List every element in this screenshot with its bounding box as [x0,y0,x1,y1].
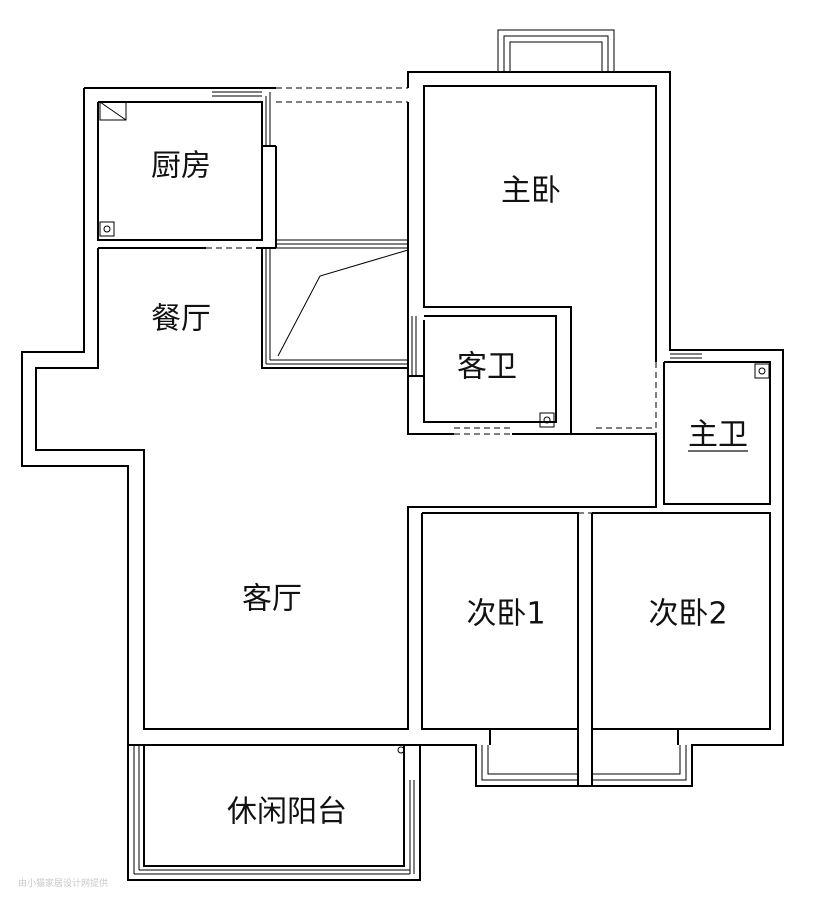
balcony-room [128,728,420,875]
watermark: 由小猫家居设计网提供 [18,877,108,889]
left-window [21,376,37,440]
second-bedrooms [421,506,771,786]
label-guest-bath: 客卫 [457,350,517,385]
master-bath-room [655,353,771,505]
room-labels: 厨房 餐厅 主卧 客卫 主卫 客厅 次卧1 次卧2 休闲阳台 [151,149,748,830]
label-master-bath: 主卫 [688,418,748,453]
outer-walls [21,71,784,881]
label-dining: 餐厅 [151,302,211,337]
master-window [497,29,615,87]
stair-area [261,239,409,369]
label-kitchen: 厨房 [151,149,211,184]
label-living-room: 客厅 [242,582,302,617]
label-leisure-balcony: 休闲阳台 [227,795,347,830]
kitchen-room [98,87,408,249]
label-second-bedroom-2: 次卧2 [648,597,727,632]
guest-bath-room [407,102,656,435]
label-second-bedroom-1: 次卧1 [466,597,545,632]
label-master-bedroom: 主卧 [501,174,561,209]
